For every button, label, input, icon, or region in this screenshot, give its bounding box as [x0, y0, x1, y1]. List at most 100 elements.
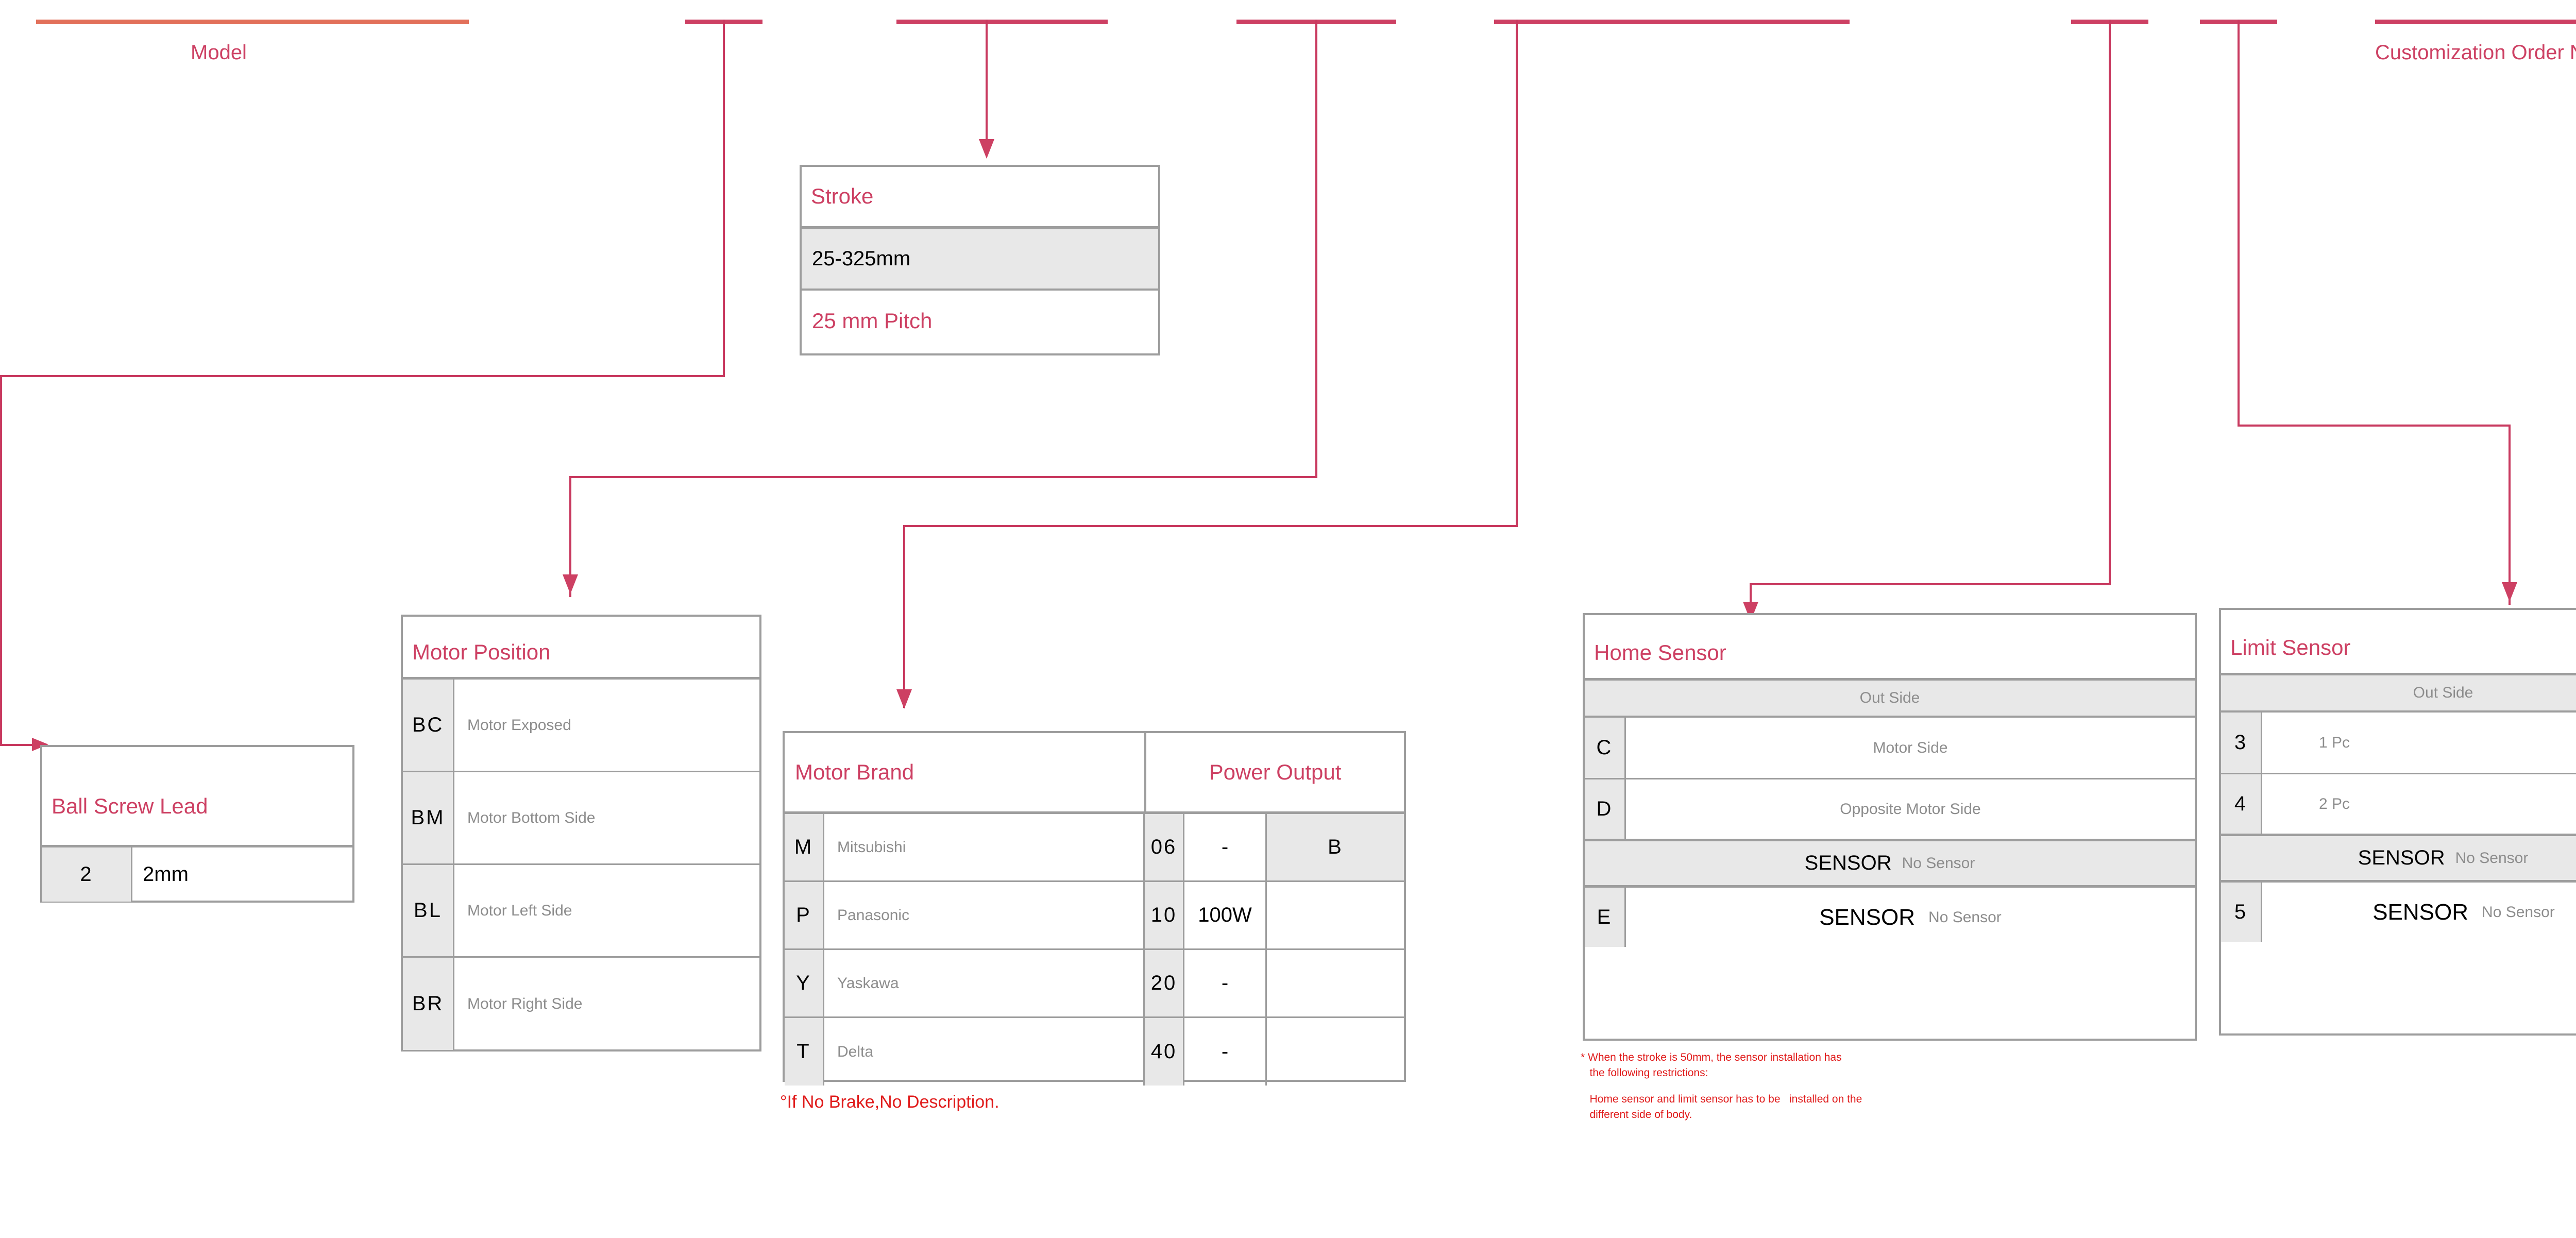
table-row: Y Yaskawa 20 -	[785, 950, 1404, 1018]
sensor-note-line-3: Home sensor and limit sensor has to be i…	[1581, 1093, 1862, 1105]
limit-sensor-bar: SENSOR No Sensor	[2221, 836, 2576, 883]
power-output-value: -	[1184, 950, 1267, 1016]
limit-sensor-desc: 1 Pc	[2319, 734, 2350, 751]
home-sensor-desc: Motor Side	[1873, 739, 1948, 756]
power-output-code: 10	[1145, 882, 1184, 948]
limit-sensor-desc: 2 Pc	[2319, 795, 2350, 812]
home-sensor-row-label: SENSOR	[1819, 904, 1916, 930]
brake-code	[1267, 882, 1404, 948]
table-row: BC Motor Exposed	[403, 680, 759, 772]
table-row: BL Motor Left Side	[403, 865, 759, 958]
motor-brand-name: Delta	[824, 1018, 1145, 1086]
motor-position-desc: Motor Left Side	[467, 902, 572, 919]
motor-position-box: Motor Position BC Motor Exposed BM Motor…	[401, 615, 761, 1052]
table-row: 3 1 Pc	[2221, 713, 2576, 774]
motor-brand-name: Mitsubishi	[824, 814, 1145, 880]
connector-motorbrand-v2	[903, 525, 905, 708]
tick-motor-brand	[896, 20, 1108, 24]
motor-position-desc: Motor Exposed	[467, 716, 571, 734]
home-sensor-bar: SENSOR No Sensor	[1585, 841, 2195, 888]
motor-position-title: Motor Position	[403, 617, 759, 680]
table-row: 4 2 Pc	[2221, 774, 2576, 836]
table-row: 2 2mm	[42, 847, 352, 902]
limit-sensor-row-label: SENSOR	[2372, 899, 2469, 925]
motor-brand-title: Motor Brand	[785, 733, 1146, 811]
home-sensor-bar-label: SENSOR	[1804, 852, 1892, 874]
motor-brand-code: P	[785, 882, 824, 948]
home-sensor-box: Home Sensor Out Side C Motor Side D Oppo…	[1583, 613, 2197, 1041]
tick-model	[36, 20, 469, 24]
limit-sensor-bar-value: No Sensor	[2455, 849, 2529, 867]
table-row: D Opposite Motor Side	[1585, 779, 2195, 841]
home-sensor-code: C	[1585, 718, 1626, 778]
limit-sensor-row-content: SENSOR No Sensor	[2262, 883, 2576, 942]
power-output-code: 20	[1145, 950, 1184, 1016]
table-row: BM Motor Bottom Side	[403, 772, 759, 865]
sensor-note-line-2: the following restrictions:	[1581, 1067, 1708, 1079]
connector-limitsensor-h1	[2238, 425, 2511, 427]
connector-motorbrand-v1	[1516, 20, 1518, 527]
limit-sensor-code: 5	[2221, 883, 2262, 942]
motor-position-desc: Motor Bottom Side	[467, 809, 596, 826]
power-output-value: 100W	[1184, 882, 1267, 948]
sensor-note-line-4: different side of body.	[1581, 1109, 1692, 1121]
no-brake-note: °If No Brake,No Description.	[780, 1092, 999, 1112]
home-sensor-row-value: No Sensor	[1928, 908, 2002, 926]
table-row: T Delta 40 -	[785, 1018, 1404, 1086]
limit-sensor-code: 3	[2221, 713, 2262, 773]
motor-brand-code: Y	[785, 950, 824, 1016]
power-output-code: 40	[1145, 1018, 1184, 1086]
home-sensor-title: Home Sensor	[1585, 615, 2195, 681]
ball-screw-lead-value: 2mm	[143, 863, 189, 886]
motor-brand-code: M	[785, 814, 824, 880]
home-sensor-code: E	[1585, 888, 1626, 947]
page-title-model: Model	[191, 41, 247, 64]
table-row: 25 mm Pitch	[802, 291, 1158, 351]
stroke-range: 25-325mm	[812, 247, 911, 270]
motor-position-code: BC	[403, 680, 454, 771]
home-sensor-code: D	[1585, 779, 1626, 839]
connector-model-v2	[0, 375, 2, 746]
connector-homesensor-v1	[2109, 20, 2111, 585]
home-sensor-outside-label: Out Side	[1585, 681, 2195, 718]
tick-home-sensor	[1494, 20, 1850, 24]
power-output-value: -	[1184, 814, 1267, 880]
connector-motorpos-h1	[569, 476, 1317, 478]
stroke-box: Stroke 25-325mm 25 mm Pitch	[800, 165, 1160, 355]
ball-screw-lead-title: Ball Screw Lead	[42, 747, 352, 847]
brake-code	[1267, 950, 1404, 1016]
connector-model-h1	[0, 375, 725, 377]
power-output-title: Power Output	[1209, 760, 1342, 784]
brake-code	[1267, 1018, 1404, 1086]
motor-position-desc: Motor Right Side	[467, 995, 583, 1012]
connector-motorpos-v2	[569, 476, 571, 597]
connector-model-v1	[723, 20, 725, 377]
limit-sensor-row-value: No Sensor	[2482, 903, 2555, 921]
connector-model-h2	[0, 744, 36, 746]
motor-brand-name: Yaskawa	[824, 950, 1145, 1016]
motor-brand-name: Panasonic	[824, 882, 1145, 948]
limit-sensor-bar-label: SENSOR	[2358, 846, 2445, 869]
arrow-to-motor-brand	[896, 689, 912, 709]
table-row: E SENSOR No Sensor	[1585, 888, 2195, 947]
limit-sensor-outside-label: Out Side	[2221, 675, 2576, 713]
connector-motorbrand-h1	[903, 525, 1518, 527]
connector-motorpos-v1	[1315, 20, 1317, 478]
page-title-customization-order-no: Customization Order No.	[2375, 41, 2576, 64]
motor-position-code: BR	[403, 958, 454, 1050]
stroke-title: Stroke	[802, 167, 1158, 229]
connector-limitsensor-v1	[2238, 20, 2240, 427]
ball-screw-lead-box: Ball Screw Lead 2 2mm	[40, 745, 354, 903]
limit-sensor-code: 4	[2221, 774, 2262, 834]
table-row: 5 SENSOR No Sensor	[2221, 883, 2576, 942]
power-output-code: 06	[1145, 814, 1184, 880]
connector-stroke-v	[986, 20, 988, 143]
table-row: M Mitsubishi 06 - B	[785, 814, 1404, 882]
table-row: 25-325mm	[802, 229, 1158, 291]
sensor-note-line-1: * When the stroke is 50mm, the sensor in…	[1581, 1052, 1842, 1063]
ball-screw-lead-code: 2	[42, 847, 132, 902]
motor-brand-code: T	[785, 1018, 824, 1086]
stroke-pitch: 25 mm Pitch	[812, 309, 933, 333]
power-output-value: -	[1184, 1018, 1267, 1086]
